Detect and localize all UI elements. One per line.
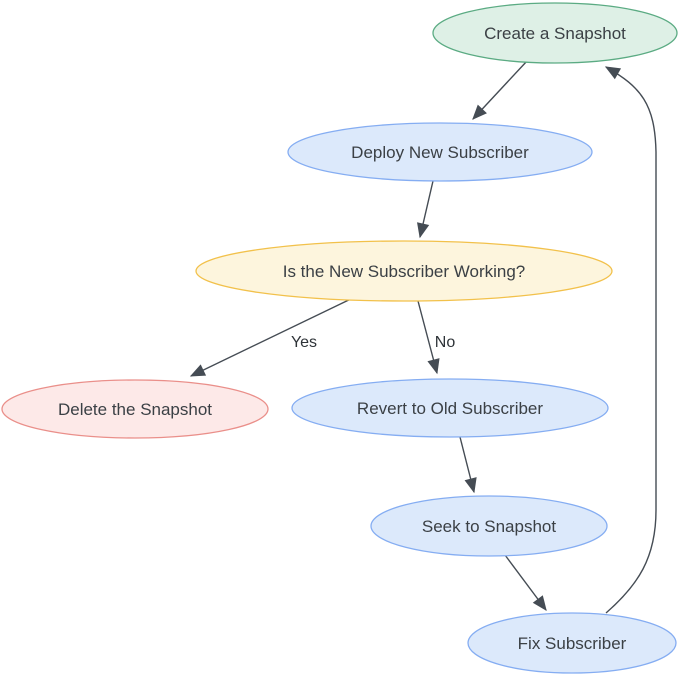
edge-label-no: No — [435, 334, 456, 351]
node-seek-to-snapshot: Seek to Snapshot — [370, 495, 608, 557]
edge-create-to-deploy — [472, 60, 528, 120]
node-revert-to-old-subscriber-shape — [291, 378, 609, 438]
edge-label-yes: Yes — [291, 334, 317, 351]
edge-label-group: Yes No — [291, 334, 455, 351]
node-deploy-new-subscriber: Deploy New Subscriber — [287, 122, 593, 182]
edge-seek-to-fix — [504, 554, 547, 612]
node-deploy-new-subscriber-shape — [287, 122, 593, 182]
node-is-new-subscriber-working-label: Is the New Subscriber Working? — [283, 262, 526, 281]
edge-working-to-delete-yes — [189, 295, 358, 377]
node-is-new-subscriber-working: Is the New Subscriber Working? — [195, 240, 613, 302]
node-fix-subscriber-label: Fix Subscriber — [518, 634, 627, 653]
edge-fix-to-create-loop — [604, 66, 657, 614]
edge-deploy-to-working — [417, 180, 434, 239]
node-delete-the-snapshot-shape — [1, 379, 269, 439]
node-fix-subscriber: Fix Subscriber — [467, 612, 677, 674]
node-is-new-subscriber-working-shape — [195, 240, 613, 302]
node-seek-to-snapshot-shape — [370, 495, 608, 557]
node-fix-subscriber-shape — [467, 612, 677, 674]
node-revert-to-old-subscriber: Revert to Old Subscriber — [291, 378, 609, 438]
node-revert-to-old-subscriber-label: Revert to Old Subscriber — [357, 399, 543, 418]
node-create-snapshot-shape — [432, 2, 678, 64]
node-create-snapshot: Create a Snapshot — [432, 2, 678, 64]
edge-working-to-revert-no — [417, 300, 440, 375]
edge-revert-to-seek — [459, 436, 477, 494]
node-delete-the-snapshot: Delete the Snapshot — [1, 379, 269, 439]
node-create-snapshot-label: Create a Snapshot — [484, 24, 626, 43]
edge-group — [189, 60, 657, 614]
node-deploy-new-subscriber-label: Deploy New Subscriber — [351, 143, 529, 162]
node-delete-the-snapshot-label: Delete the Snapshot — [58, 400, 212, 419]
node-seek-to-snapshot-label: Seek to Snapshot — [422, 517, 556, 536]
